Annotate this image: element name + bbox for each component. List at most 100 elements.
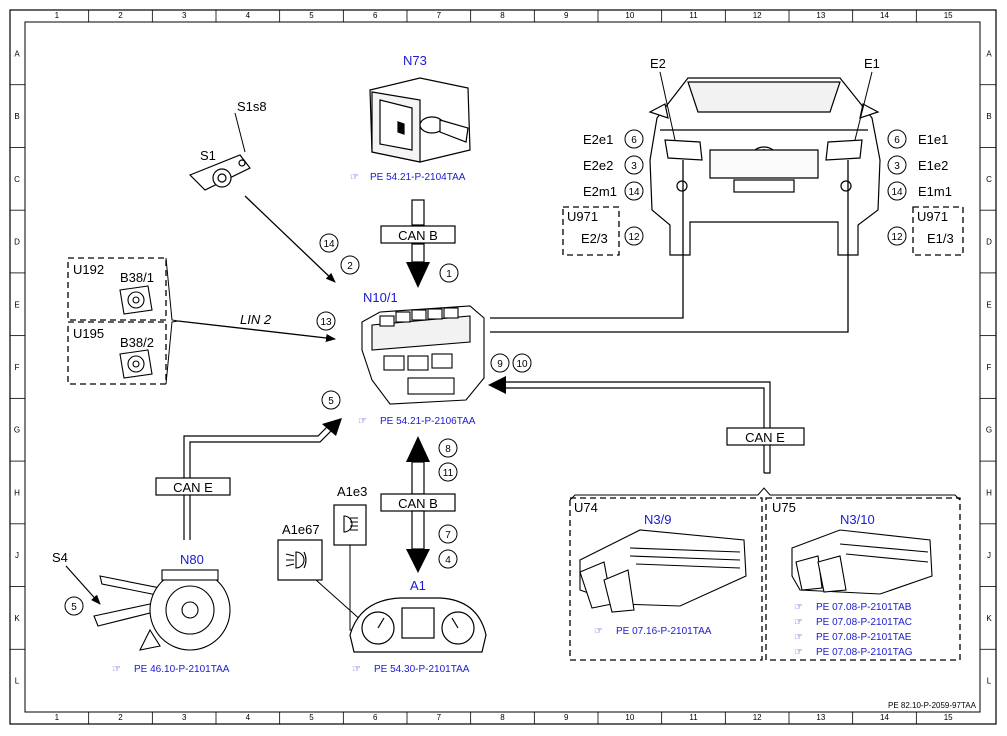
grid-col-12-bottom: 12 (753, 713, 762, 722)
can-e-left-label: CAN E (173, 480, 213, 495)
grid-row-K-right: K (986, 614, 992, 623)
svg-text:2: 2 (347, 261, 353, 272)
grid-col-11-bottom: 11 (689, 713, 698, 722)
grid-col-13-bottom: 13 (816, 713, 825, 722)
can-e-right-bus: CAN E (488, 376, 805, 474)
grid-col-2-top: 2 (118, 11, 123, 20)
callout-10: 10 (512, 353, 532, 373)
can-b-bottom-label: CAN B (398, 496, 438, 511)
u74-label: U74 (574, 500, 598, 515)
n10-component: N10/1 ☞ PE 54.21-P-2106TAA (358, 290, 485, 427)
svg-text:☞: ☞ (794, 602, 803, 613)
grid-col-13-top: 13 (816, 11, 825, 20)
svg-text:☞: ☞ (794, 617, 803, 628)
svg-text:4: 4 (445, 555, 451, 566)
grid-col-1-bottom: 1 (55, 713, 60, 722)
grid-col-9-bottom: 9 (564, 713, 569, 722)
grid-col-12-top: 12 (753, 11, 762, 20)
svg-text:☞: ☞ (350, 172, 359, 183)
grid-col-14-bottom: 14 (880, 713, 889, 722)
n80-label: N80 (180, 552, 204, 567)
svg-text:6: 6 (894, 135, 900, 146)
callout-5: 5 (321, 390, 341, 410)
grid-col-7-bottom: 7 (437, 713, 442, 722)
vehicle-front-icon (648, 77, 881, 256)
svg-text:14: 14 (628, 187, 640, 198)
e1e1-label: E1e1 (918, 132, 948, 147)
callout-14: 14 (319, 233, 339, 253)
can-b-top-label: CAN B (398, 228, 438, 243)
u74-ref: PE 07.16-P-2101TAA (616, 626, 712, 637)
n73-ref: PE 54.21-P-2104TAA (370, 172, 466, 183)
b38-2-label: B38/2 (120, 335, 154, 350)
e1e2-label: E1e2 (918, 158, 948, 173)
e1m1-label: E1m1 (918, 184, 952, 199)
callout-7: 7 (438, 524, 458, 544)
callout-4: 4 (438, 549, 458, 569)
svg-text:12: 12 (891, 232, 903, 243)
wire-to-e2 (490, 160, 684, 319)
svg-text:1: 1 (446, 269, 452, 280)
svg-text:6: 6 (631, 135, 637, 146)
grid-row-D-right: D (986, 238, 992, 247)
grid-row-K-left: K (14, 614, 20, 623)
can-e-left-bus: CAN E (155, 418, 342, 540)
grid-col-11-top: 11 (689, 11, 698, 20)
grid-col-1-top: 1 (55, 11, 60, 20)
grid-row-B-left: B (14, 112, 19, 121)
grid-col-2-bottom: 2 (118, 713, 123, 722)
grid-col-10-top: 10 (625, 11, 634, 20)
a1e3-label: A1e3 (337, 484, 367, 499)
e1-label: E1 (864, 56, 880, 71)
grid-row-L-left: L (15, 677, 20, 686)
grid-row-H-left: H (14, 488, 20, 497)
grid-col-8-top: 8 (500, 11, 505, 20)
rain-sensor-icon (119, 285, 153, 379)
callout-5b: 5 (64, 596, 84, 616)
svg-text:3: 3 (631, 161, 637, 172)
svg-text:9: 9 (497, 359, 503, 370)
u192-u195-group: U192 B38/1 U195 B38/2 (67, 257, 179, 385)
engine-control-unit-2-icon (791, 529, 933, 595)
e1-3-label: E1/3 (927, 231, 954, 246)
u192-label: U192 (73, 262, 104, 277)
svg-text:14: 14 (323, 239, 335, 250)
svg-text:5: 5 (328, 396, 334, 407)
n73-component: N73 PE 54.21-P-2104TAA ☞ (350, 53, 471, 183)
e1-headlamp-group: E1 E1e1 E1e2 E1m1 6 3 14 U971 E1/3 12 (854, 56, 964, 256)
a1-ref: PE 54.30-P-2101TAA (374, 664, 470, 675)
control-unit-icon (361, 305, 485, 405)
grid-row-D-left: D (14, 238, 20, 247)
wire-to-e1 (490, 160, 849, 333)
e2e1-label: E2e1 (583, 132, 613, 147)
s1-label: S1 (200, 148, 216, 163)
light-switch-icon (188, 154, 251, 191)
grid-row-F-left: F (15, 363, 20, 372)
e2-label: E2 (650, 56, 666, 71)
a1-component: A1e3 A1e67 A1 ☞ PE 54.30-P-2101TAA (277, 484, 487, 675)
svg-text:3: 3 (894, 161, 900, 172)
fog-lamp-indicator-icon (285, 551, 307, 569)
svg-text:☞: ☞ (794, 647, 803, 658)
diagram-frame (9, 9, 997, 725)
u971-left-label: U971 (567, 209, 598, 224)
grid-col-15-top: 15 (944, 11, 953, 20)
grid-row-A-right: A (986, 49, 992, 58)
svg-text:13: 13 (320, 317, 332, 328)
svg-text:11: 11 (443, 468, 454, 479)
svg-text:7: 7 (445, 530, 451, 541)
n73-label: N73 (403, 53, 427, 68)
grid-row-B-right: B (986, 112, 991, 121)
callout-8: 8 (438, 438, 458, 458)
u971-right-label: U971 (917, 209, 948, 224)
grid-row-F-right: F (987, 363, 992, 372)
grid-row-A-left: A (14, 49, 20, 58)
can-e-right-label: CAN E (745, 430, 785, 445)
svg-text:☞: ☞ (352, 664, 361, 675)
s1s8-label: S1s8 (237, 99, 267, 114)
callout-13: 13 (316, 311, 336, 331)
grid-row-L-right: L (987, 677, 992, 686)
grid-col-3-top: 3 (182, 11, 187, 20)
